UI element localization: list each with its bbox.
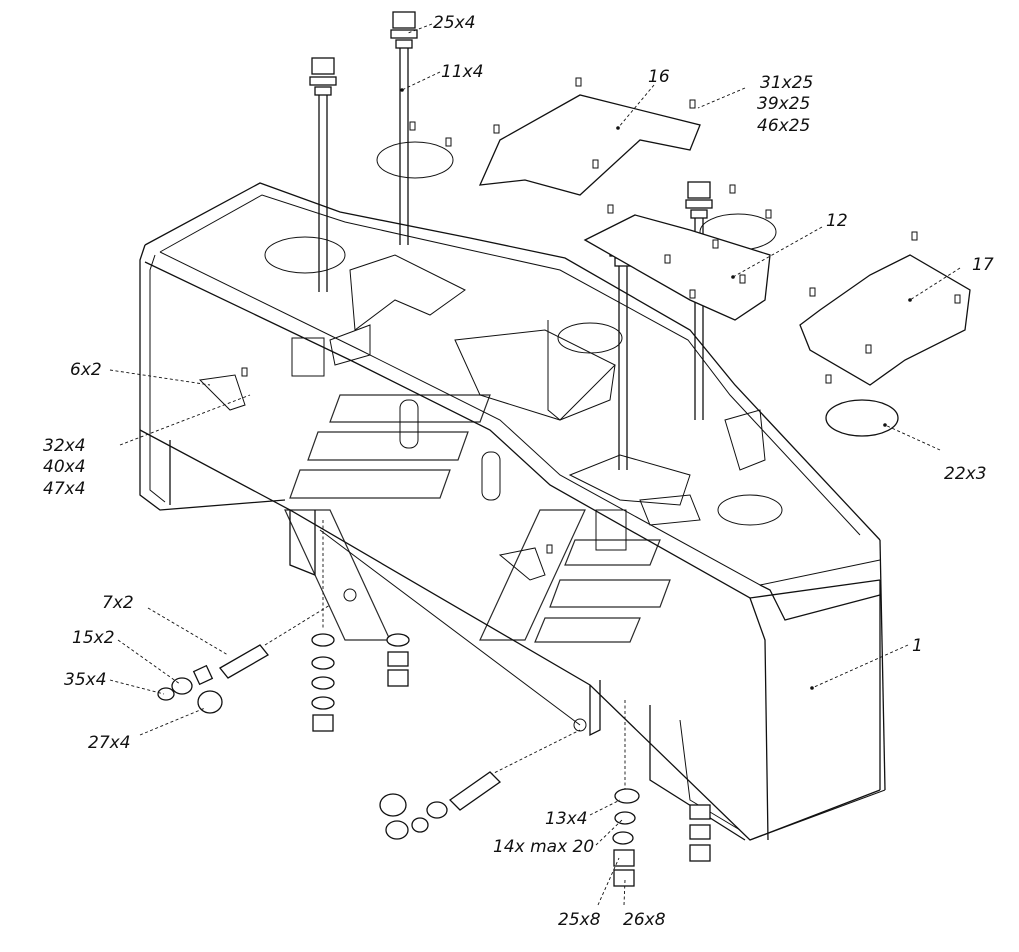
part-labels: 25x4 11x4 16 31x25 39x25 46x25 12 17 6x2… (43, 13, 994, 930)
label-35x4: 35x4 (64, 670, 107, 690)
leader-lines (109, 23, 961, 906)
label-17: 17 (972, 255, 994, 275)
label-7x2: 7x2 (102, 593, 134, 613)
label-11x4: 11x4 (441, 62, 484, 82)
label-14x-max-20: 14x max 20 (493, 837, 594, 857)
main-frame (139, 141, 886, 841)
round-plate-22 (825, 399, 899, 437)
watermark-logo (284, 394, 671, 643)
label-22x3: 22x3 (944, 464, 987, 484)
label-26x8: 26x8 (623, 910, 666, 930)
pin-assembly-lower (379, 729, 581, 840)
left-fastener-stack (311, 520, 410, 732)
label-25x8: 25x8 (558, 910, 601, 930)
label-32x4: 32x4 (43, 436, 86, 456)
long-bolt-2 (309, 57, 337, 292)
label-16: 16 (648, 67, 670, 87)
cover-plate-12 (583, 214, 771, 321)
label-13x4: 13x4 (545, 809, 588, 829)
label-25x4-top: 25x4 (433, 13, 476, 33)
label-15x2: 15x2 (72, 628, 115, 648)
label-39x25: 39x25 (757, 94, 810, 114)
label-27x4: 27x4 (88, 733, 131, 753)
label-6x2: 6x2 (70, 360, 102, 380)
pin-assembly-left (157, 604, 331, 714)
label-46x25: 46x25 (757, 116, 810, 136)
label-47x4: 47x4 (43, 479, 86, 499)
cover-plate-17 (799, 254, 971, 386)
long-bolt-1 (390, 11, 418, 245)
small-bolts (241, 77, 961, 554)
reference-dots (400, 88, 912, 690)
right-fastener-stack (612, 700, 711, 887)
label-1: 1 (912, 636, 923, 656)
cover-plates (478, 94, 971, 437)
label-12: 12 (826, 211, 848, 231)
label-40x4: 40x4 (43, 457, 86, 477)
label-31x25: 31x25 (760, 73, 813, 93)
cover-plate-16 (478, 94, 701, 196)
